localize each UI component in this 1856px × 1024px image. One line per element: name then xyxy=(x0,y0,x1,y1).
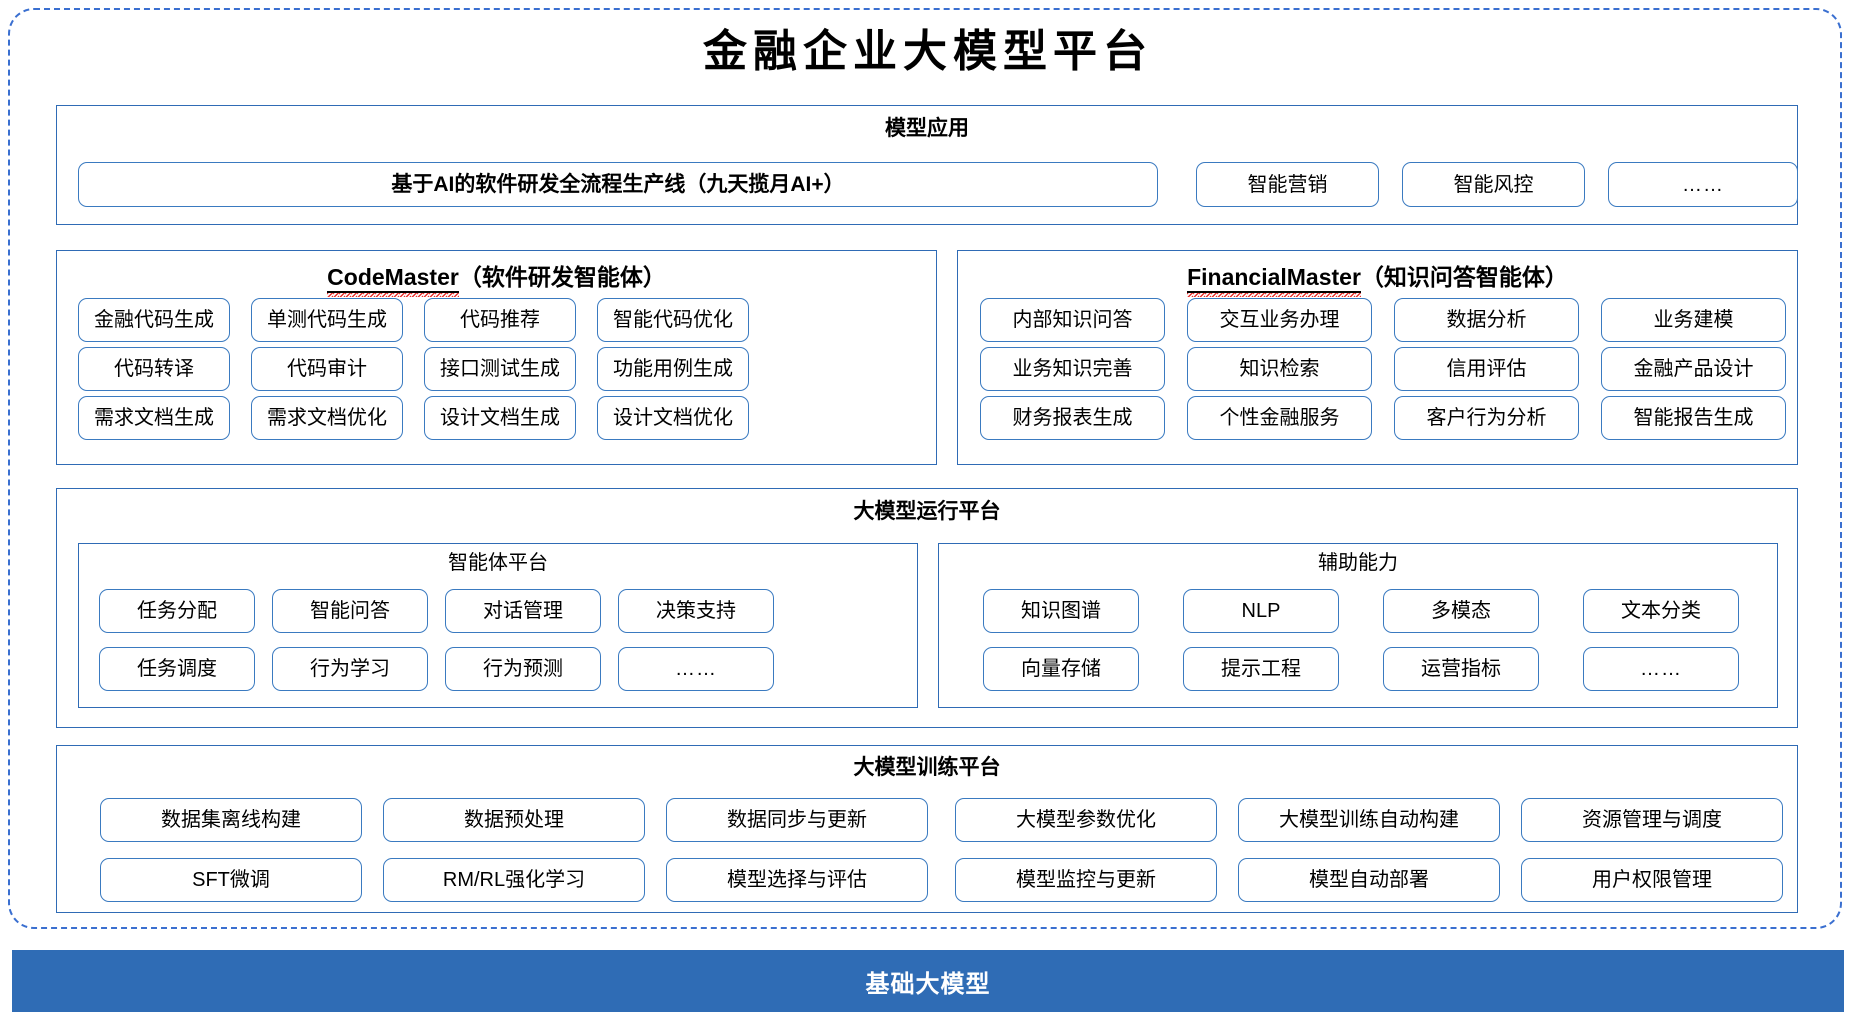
app-item-smart-risk-control[interactable]: 智能风控 xyxy=(1402,162,1585,207)
codemaster-item[interactable]: 需求文档生成 xyxy=(78,396,230,440)
training-item[interactable]: 大模型训练自动构建 xyxy=(1238,798,1500,842)
financialmaster-item[interactable]: 金融产品设计 xyxy=(1601,347,1786,391)
panel-financialmaster-title: FinancialMaster（知识问答智能体） xyxy=(957,262,1798,293)
subpanel-auxiliary-capability-title: 辅助能力 xyxy=(1318,552,1398,574)
codemaster-item[interactable]: 智能代码优化 xyxy=(597,298,749,342)
panel-codemaster-title: CodeMaster（软件研发智能体） xyxy=(56,262,937,293)
agent-platform-item-more[interactable]: …… xyxy=(618,647,774,691)
training-item[interactable]: 数据集离线构建 xyxy=(100,798,362,842)
training-item[interactable]: RM/RL强化学习 xyxy=(383,858,645,902)
financialmaster-item[interactable]: 交互业务办理 xyxy=(1187,298,1372,342)
auxiliary-item[interactable]: NLP xyxy=(1183,589,1339,633)
financialmaster-item[interactable]: 信用评估 xyxy=(1394,347,1579,391)
codemaster-item[interactable]: 代码推荐 xyxy=(424,298,576,342)
auxiliary-item[interactable]: 提示工程 xyxy=(1183,647,1339,691)
training-item[interactable]: 用户权限管理 xyxy=(1521,858,1783,902)
codemaster-item[interactable]: 代码转译 xyxy=(78,347,230,391)
auxiliary-item-more[interactable]: …… xyxy=(1583,647,1739,691)
financialmaster-item[interactable]: 客户行为分析 xyxy=(1394,396,1579,440)
agent-platform-item[interactable]: 任务分配 xyxy=(99,589,255,633)
financialmaster-item[interactable]: 数据分析 xyxy=(1394,298,1579,342)
app-item-smart-marketing[interactable]: 智能营销 xyxy=(1196,162,1379,207)
financialmaster-subtitle: （知识问答智能体） xyxy=(1360,264,1568,290)
agent-platform-item[interactable]: 智能问答 xyxy=(272,589,428,633)
training-item[interactable]: 模型选择与评估 xyxy=(666,858,928,902)
auxiliary-item[interactable]: 多模态 xyxy=(1383,589,1539,633)
codemaster-item[interactable]: 需求文档优化 xyxy=(251,396,403,440)
codemaster-item[interactable]: 金融代码生成 xyxy=(78,298,230,342)
codemaster-item[interactable]: 设计文档优化 xyxy=(597,396,749,440)
agent-platform-item[interactable]: 行为预测 xyxy=(445,647,601,691)
training-item[interactable]: 资源管理与调度 xyxy=(1521,798,1783,842)
codemaster-subtitle: （软件研发智能体） xyxy=(458,264,666,290)
page-title: 金融企业大模型平台 xyxy=(703,27,1153,76)
financialmaster-item[interactable]: 业务建模 xyxy=(1601,298,1786,342)
financialmaster-item[interactable]: 个性金融服务 xyxy=(1187,396,1372,440)
agent-platform-item[interactable]: 任务调度 xyxy=(99,647,255,691)
training-item[interactable]: SFT微调 xyxy=(100,858,362,902)
financialmaster-item[interactable]: 内部知识问答 xyxy=(980,298,1165,342)
agent-platform-item[interactable]: 决策支持 xyxy=(618,589,774,633)
codemaster-item[interactable]: 单测代码生成 xyxy=(251,298,403,342)
financialmaster-item[interactable]: 智能报告生成 xyxy=(1601,396,1786,440)
base-model-label: 基础大模型 xyxy=(865,970,991,998)
app-item-ai-pipeline[interactable]: 基于AI的软件研发全流程生产线（九天揽月AI+） xyxy=(78,162,1158,207)
training-item[interactable]: 模型监控与更新 xyxy=(955,858,1217,902)
auxiliary-item[interactable]: 文本分类 xyxy=(1583,589,1739,633)
financialmaster-item[interactable]: 业务知识完善 xyxy=(980,347,1165,391)
training-item[interactable]: 模型自动部署 xyxy=(1238,858,1500,902)
financialmaster-item[interactable]: 财务报表生成 xyxy=(980,396,1165,440)
auxiliary-item[interactable]: 知识图谱 xyxy=(983,589,1139,633)
base-model-bar: 基础大模型 xyxy=(12,950,1844,1012)
app-item-more[interactable]: …… xyxy=(1608,162,1798,207)
training-item[interactable]: 数据预处理 xyxy=(383,798,645,842)
financialmaster-name: FinancialMaster xyxy=(1187,264,1361,293)
codemaster-item[interactable]: 代码审计 xyxy=(251,347,403,391)
agent-platform-item[interactable]: 行为学习 xyxy=(272,647,428,691)
agent-platform-item[interactable]: 对话管理 xyxy=(445,589,601,633)
codemaster-item[interactable]: 设计文档生成 xyxy=(424,396,576,440)
auxiliary-item[interactable]: 向量存储 xyxy=(983,647,1139,691)
outer-dashed-frame xyxy=(8,8,1842,929)
auxiliary-item[interactable]: 运营指标 xyxy=(1383,647,1539,691)
financialmaster-item[interactable]: 知识检索 xyxy=(1187,347,1372,391)
panel-training-platform-title: 大模型训练平台 xyxy=(853,756,1001,779)
panel-model-application-title: 模型应用 xyxy=(885,117,969,140)
subpanel-agent-platform-title: 智能体平台 xyxy=(448,552,548,574)
training-item[interactable]: 数据同步与更新 xyxy=(666,798,928,842)
panel-runtime-platform-title: 大模型运行平台 xyxy=(853,500,1001,523)
codemaster-item[interactable]: 功能用例生成 xyxy=(597,347,749,391)
codemaster-name: CodeMaster xyxy=(327,264,459,293)
training-item[interactable]: 大模型参数优化 xyxy=(955,798,1217,842)
codemaster-item[interactable]: 接口测试生成 xyxy=(424,347,576,391)
